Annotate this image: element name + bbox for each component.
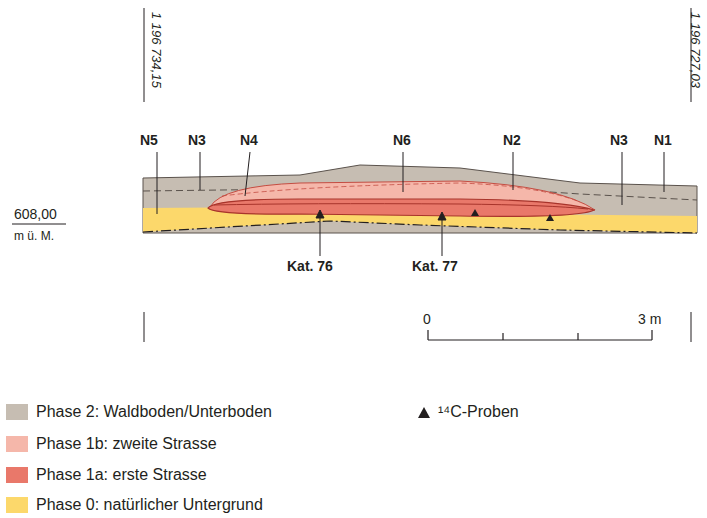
legend-text: Phase 1a: erste Strasse: [36, 466, 207, 484]
legend-swatch: [6, 436, 28, 452]
legend-text: Phase 1b: zweite Strasse: [36, 435, 217, 453]
layer-phase-1a: [208, 199, 594, 216]
sample-marker: [546, 214, 554, 221]
catalogue-number: Kat. 77: [412, 259, 458, 274]
section-label: N1: [654, 133, 672, 148]
section-label: N6: [393, 133, 411, 148]
legend-symbol: [416, 404, 432, 420]
base-line: [143, 221, 697, 233]
legend-swatch: [6, 404, 28, 420]
legend-text: Phase 2: Waldboden/Unterboden: [36, 403, 272, 421]
section-label: N5: [140, 133, 158, 148]
legend-text: ¹⁴C-Proben: [438, 403, 519, 421]
grid-line: [144, 312, 145, 342]
scale-bar: [428, 330, 652, 340]
section-label: N2: [503, 133, 521, 148]
legend-swatch: [6, 497, 28, 513]
grid-line: [144, 8, 145, 102]
section-label: N4: [240, 133, 258, 148]
height-unit: m ü. M.: [14, 230, 54, 243]
boundary-line: [214, 204, 588, 209]
height-line: [12, 224, 66, 225]
grid-line: [691, 312, 692, 342]
scale-value: 3 m: [638, 312, 661, 327]
coordinate: 1 196 727,03: [688, 12, 702, 88]
sample-marker: [471, 209, 479, 216]
layer-phase-2: [143, 165, 697, 233]
legend-swatch: [6, 467, 28, 483]
scale-value: 0: [423, 312, 431, 327]
section-label: N3: [188, 133, 206, 148]
coordinate: 1 196 734,15: [149, 12, 163, 88]
section-label: N3: [610, 133, 628, 148]
catalogue-number: Kat. 76: [287, 259, 333, 274]
legend-text: Phase 0: natürlicher Untergrund: [36, 496, 263, 514]
height-value: 608,00: [14, 207, 57, 222]
